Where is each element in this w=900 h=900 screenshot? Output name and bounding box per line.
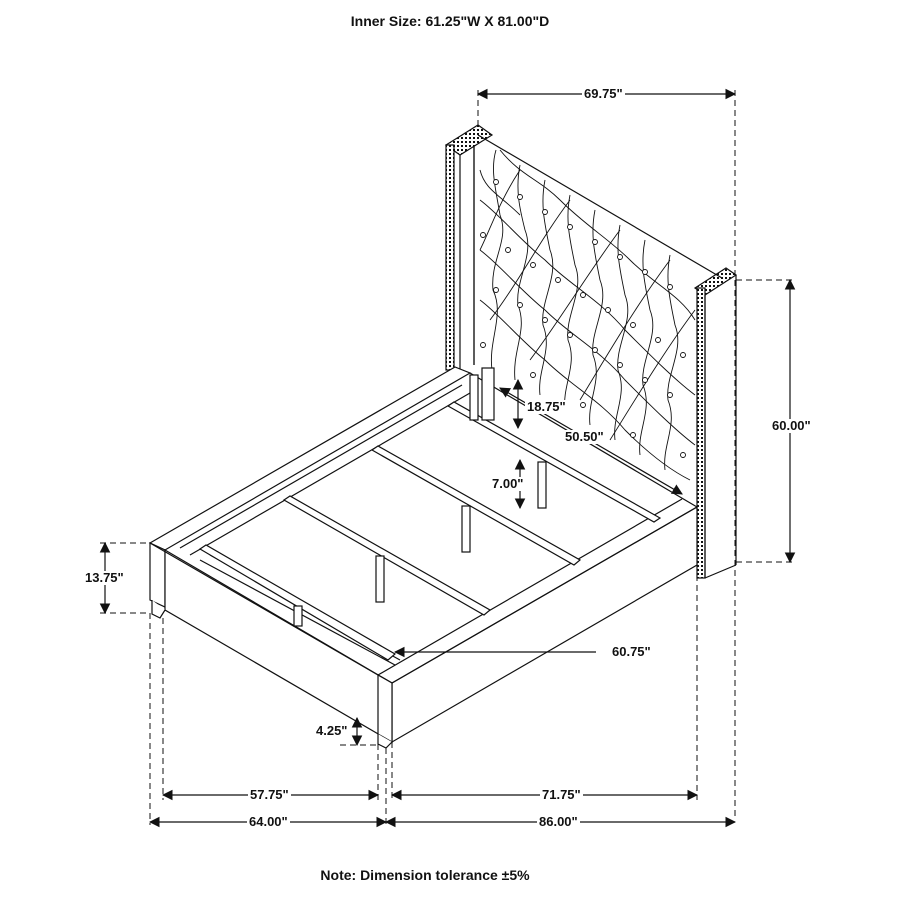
dim-inner-width: 57.75" — [248, 787, 291, 802]
headboard-right-wing — [693, 267, 738, 579]
dim-leg-height: 4.25" — [314, 723, 350, 738]
dim-headboard-height: 60.00" — [770, 418, 813, 433]
dim-slat-support-height: 18.75" — [525, 399, 568, 414]
dim-overall-width: 64.00" — [247, 814, 290, 829]
dim-inner-length: 71.75" — [540, 787, 583, 802]
tolerance-note: Note: Dimension tolerance ±5% — [320, 867, 530, 883]
dim-inner-rail-length: 50.50" — [563, 429, 606, 444]
dim-footboard-inner-width: 60.75" — [610, 644, 653, 659]
headboard-left-wing — [444, 124, 494, 371]
bed-frame — [148, 366, 698, 749]
dim-overall-length: 86.00" — [537, 814, 580, 829]
inner-size-title: Inner Size: 61.25"W X 81.00"D — [350, 13, 550, 29]
dim-rail-height: 13.75" — [83, 570, 126, 585]
dim-center-leg-height: 7.00" — [490, 476, 526, 491]
dim-headboard-width: 69.75" — [582, 86, 625, 101]
